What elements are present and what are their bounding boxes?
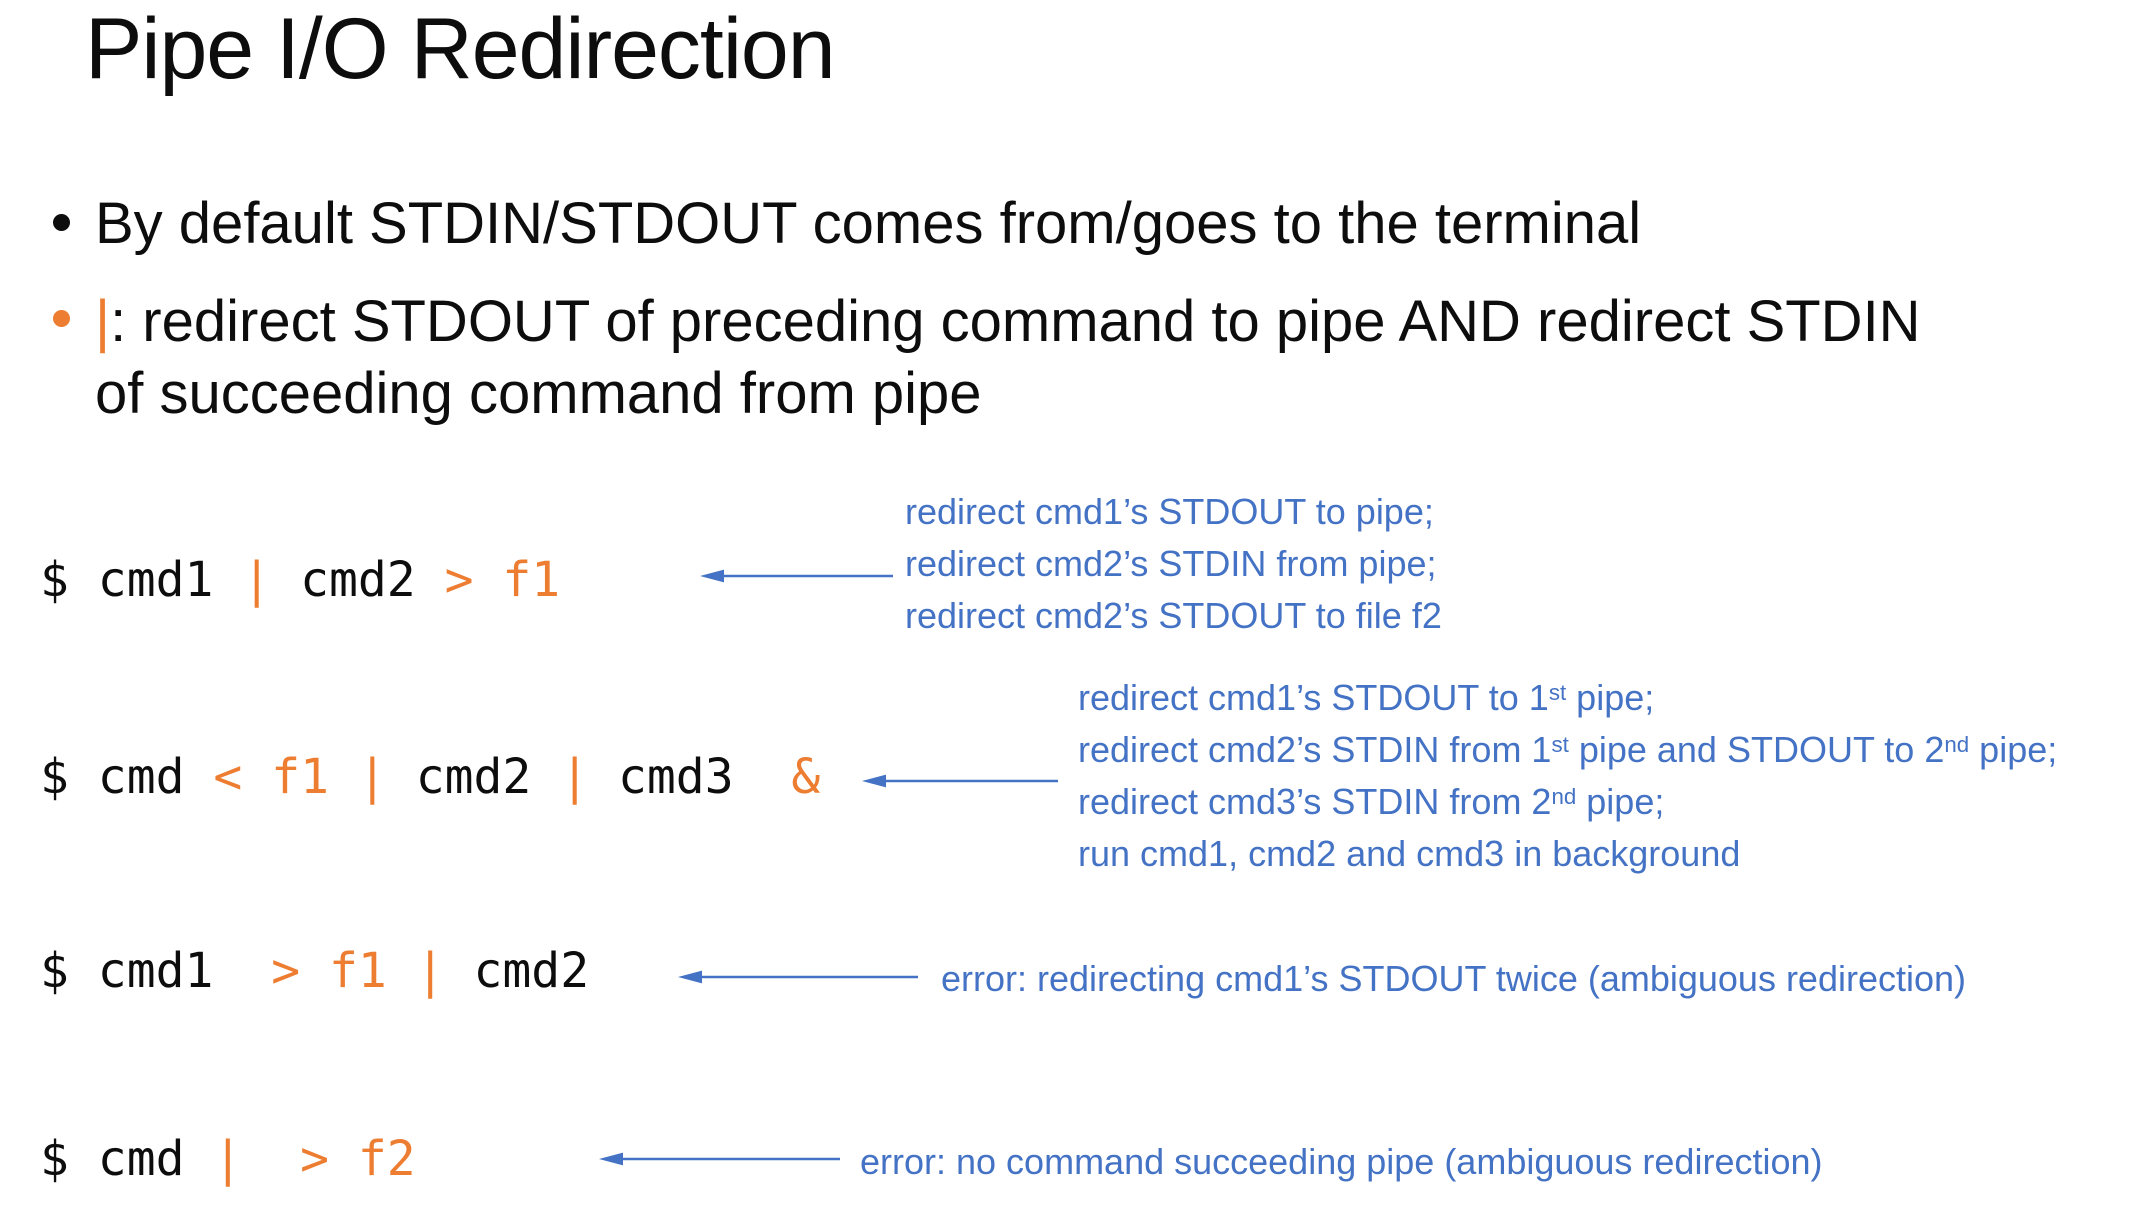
ordinal-superscript: nd xyxy=(1551,783,1577,809)
annotation-example-1: redirect cmd1’s STDOUT to pipe; redirect… xyxy=(905,486,1442,642)
left-arrow-icon xyxy=(700,569,893,583)
ordinal-superscript: st xyxy=(1548,679,1567,705)
cmd1-prompt: $ cmd1 xyxy=(40,552,243,608)
command-example-1: $ cmd1 | cmd2 > f1 xyxy=(40,552,561,608)
annotation-example-2: redirect cmd1’s STDOUT to 1st pipe; redi… xyxy=(1078,672,2057,880)
cmd3-text: cmd3 xyxy=(589,749,792,805)
redirect-out-f1: > f1 xyxy=(271,943,416,999)
pipe-symbol: | xyxy=(95,289,111,354)
ordinal-superscript: st xyxy=(1551,731,1569,757)
annotation-line: error: no command succeeding pipe (ambig… xyxy=(860,1141,1823,1182)
bullet-pipe-line2: of succeeding command from pipe xyxy=(95,361,982,426)
pipe-operator: | xyxy=(560,749,590,805)
bullet-pipe-line1: |: redirect STDOUT of preceding command … xyxy=(95,286,1921,358)
annotation-line: redirect cmd3’s STDIN from 2nd pipe; xyxy=(1078,781,1665,822)
bullet-pipe-line1-rest: : redirect STDOUT of preceding command t… xyxy=(110,289,1921,354)
cmd2-text: cmd2 xyxy=(271,552,445,608)
bullet-marker xyxy=(53,214,70,231)
pipe-operator: | xyxy=(357,749,387,805)
bullet-pipe-definition: |: redirect STDOUT of preceding command … xyxy=(95,286,1921,430)
left-arrow-icon xyxy=(862,774,1058,788)
redirect-in-f1: < f1 xyxy=(213,749,358,805)
pipe-operator: | xyxy=(242,552,272,608)
annotation-line: run cmd1, cmd2 and cmd3 in background xyxy=(1078,833,1741,874)
pipe-operator: | xyxy=(213,1131,243,1187)
annotation-line: redirect cmd2’s STDIN from 1st pipe and … xyxy=(1078,729,2058,770)
background-ampersand: & xyxy=(791,749,821,805)
left-arrow-icon xyxy=(599,1152,840,1166)
bullet-marker-orange xyxy=(53,310,70,327)
command-example-4: $ cmd | > f2 xyxy=(40,1131,416,1187)
cmd-prompt: $ cmd xyxy=(40,1131,214,1187)
cmd-prompt: $ cmd xyxy=(40,749,214,805)
annotation-line: redirect cmd1’s STDOUT to pipe; xyxy=(905,491,1434,532)
left-arrow-icon xyxy=(678,970,918,984)
bullet-default-stdio: By default STDIN/STDOUT comes from/goes … xyxy=(95,191,1642,256)
page-title: Pipe I/O Redirection xyxy=(85,1,836,97)
pipe-operator: | xyxy=(415,943,445,999)
cmd1-prompt: $ cmd1 xyxy=(40,943,272,999)
redirect-out-f1: > f1 xyxy=(444,552,561,608)
annotation-line: redirect cmd1’s STDOUT to 1st pipe; xyxy=(1078,677,1655,718)
cmd2-text: cmd2 xyxy=(444,943,590,999)
ordinal-superscript: nd xyxy=(1944,731,1970,757)
cmd2-text: cmd2 xyxy=(386,749,561,805)
annotation-example-3: error: redirecting cmd1’s STDOUT twice (… xyxy=(941,953,1966,1005)
command-example-2: $ cmd < f1 | cmd2 | cmd3 & xyxy=(40,749,821,805)
annotation-line: redirect cmd2’s STDIN from pipe; xyxy=(905,543,1437,584)
command-example-3: $ cmd1 > f1 | cmd2 xyxy=(40,943,590,999)
annotation-line: error: redirecting cmd1’s STDOUT twice (… xyxy=(941,958,1967,999)
annotation-line: redirect cmd2’s STDOUT to file f2 xyxy=(905,595,1442,636)
annotation-example-4: error: no command succeeding pipe (ambig… xyxy=(860,1136,1823,1188)
redirect-out-f2: > f2 xyxy=(242,1131,416,1187)
